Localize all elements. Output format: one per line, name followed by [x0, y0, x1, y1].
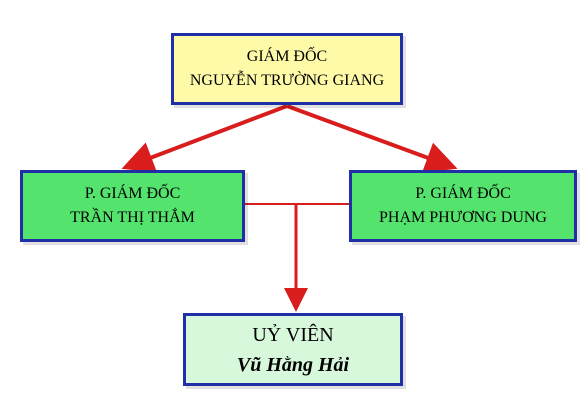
- director-box: GIÁM ĐỐC NGUYỄN TRƯỜNG GIANG: [171, 33, 403, 105]
- deputy-director-left-box: P. GIÁM ĐỐC TRẦN THỊ THẮM: [20, 170, 245, 242]
- deputy-left-name: TRẦN THỊ THẮM: [70, 209, 195, 226]
- member-box: UỶ VIÊN Vũ Hằng Hải: [183, 313, 403, 386]
- deputy-director-right-box: P. GIÁM ĐỐC PHẠM PHƯƠNG DUNG: [349, 170, 577, 242]
- deputy-left-title: P. GIÁM ĐỐC: [84, 185, 181, 202]
- member-title: UỶ VIÊN: [252, 323, 334, 346]
- deputy-right-name: PHẠM PHƯƠNG DUNG: [379, 209, 547, 226]
- director-name: NGUYỄN TRƯỜNG GIANG: [189, 72, 385, 89]
- member-name: Vũ Hằng Hải: [236, 353, 350, 376]
- director-title: GIÁM ĐỐC: [246, 48, 328, 65]
- deputy-right-title: P. GIÁM ĐỐC: [415, 185, 511, 202]
- arrow-director-to-right-deputy: [286, 104, 458, 173]
- arrow-director-to-left-deputy: [121, 104, 288, 173]
